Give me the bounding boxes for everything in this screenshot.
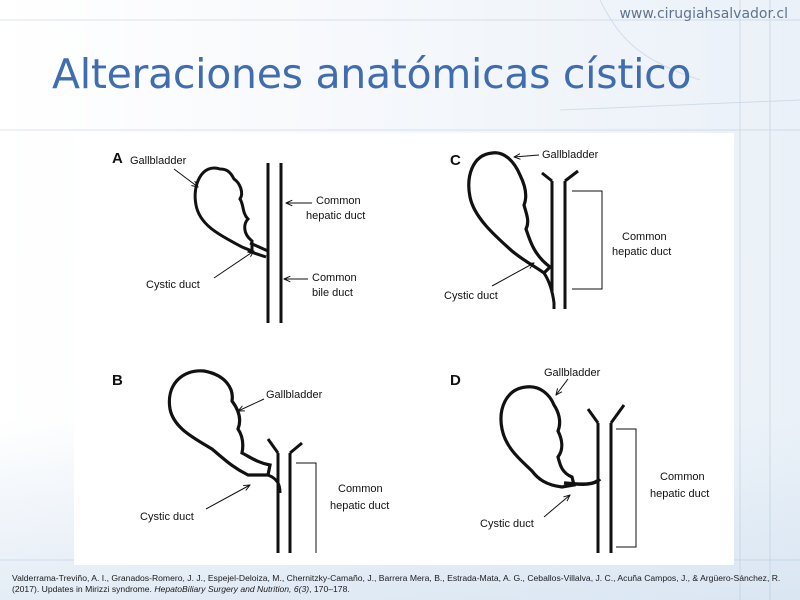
citation-volume: 6(3) (293, 584, 310, 594)
panel-b-duct-bracket (296, 462, 317, 553)
panel-a-cystic-duct (249, 241, 269, 253)
panel-b-common-hepatic-label-1: Common (338, 483, 383, 495)
panel-c-gallbladder-label: Gallbladder (542, 149, 599, 161)
panel-a-common-hepatic-label-1: Common (316, 195, 361, 207)
citation-journal: HepatoBiliary Surgery and Nutrition, (154, 584, 292, 594)
slide-title: Alteraciones anatómicas cístico (52, 50, 692, 98)
citation: Valderrama-Treviño, A. I., Granados-Rome… (12, 573, 794, 595)
panel-a-cystic-duct-label: Cystic duct (146, 279, 200, 291)
panel-b-gallbladder-shape (167, 369, 272, 477)
panel-c-common-hepatic-label-2: hepatic duct (612, 246, 671, 258)
panel-c-hepatic-branch-right (564, 169, 579, 183)
panel-d: D Gallbladder Common hepatic duct Cystic… (450, 367, 709, 553)
citation-authors: Valderrama-Treviño, A. I., Granados-Rome… (12, 573, 781, 594)
panel-c-common-hepatic-label-1: Common (622, 231, 667, 243)
panel-c: C Gallbladder Common hepatic duct Cystic… (444, 149, 671, 309)
panel-c-hepatic-branch-left (541, 171, 553, 183)
panel-c-letter: C (450, 152, 461, 169)
panel-c-cystic-duct-label: Cystic duct (444, 290, 498, 302)
panel-a-common-hepatic-label-2: hepatic duct (306, 210, 365, 222)
anatomy-figure: A Gallbladder Common hepatic duct Cystic… (74, 133, 734, 565)
panel-c-cystic-duct (542, 272, 556, 309)
panel-c-duct-bracket (572, 190, 603, 290)
panel-a: A Gallbladder Common hepatic duct Cystic… (112, 150, 365, 323)
panel-d-gallbladder-label: Gallbladder (544, 367, 601, 379)
panel-c-gallbladder-shape (467, 151, 553, 276)
panel-d-hepatic-branch-right (609, 404, 626, 424)
panel-d-hepatic-branch-left (586, 408, 600, 424)
panel-b-letter: B (112, 372, 123, 389)
panel-a-gallbladder-shape (193, 166, 254, 254)
panel-b-hepatic-branch-right (289, 441, 303, 455)
panel-d-cystic-duct-label: Cystic duct (480, 518, 534, 530)
panel-d-common-hepatic-label-1: Common (660, 471, 705, 483)
panel-a-letter: A (112, 150, 123, 167)
panel-b-gallbladder-label: Gallbladder (266, 389, 323, 401)
panel-b-common-hepatic-label-2: hepatic duct (330, 500, 389, 512)
panel-a-common-bile-label-1: Common (312, 272, 357, 284)
panel-d-letter: D (450, 372, 461, 389)
panel-b-hepatic-branch-left (266, 438, 280, 454)
panel-a-cystic-duct-inner (247, 249, 267, 259)
panel-b: B Gallbladder Common hepatic duct Cystic… (112, 369, 389, 553)
gallbladder-variants-diagram: A Gallbladder Common hepatic duct Cystic… (112, 149, 709, 553)
panel-d-gallbladder-shape (499, 385, 576, 489)
panel-d-common-hepatic-label-2: hepatic duct (650, 488, 709, 500)
panel-a-common-bile-label-2: bile duct (312, 287, 353, 299)
website-url: www.cirugiahsalvador.cl (619, 6, 788, 22)
citation-pages: , 170–178. (309, 584, 350, 594)
panel-a-gallbladder-label: Gallbladder (130, 155, 187, 167)
panel-d-duct-bracket (616, 428, 637, 548)
panel-b-cystic-duct-label: Cystic duct (140, 511, 194, 523)
